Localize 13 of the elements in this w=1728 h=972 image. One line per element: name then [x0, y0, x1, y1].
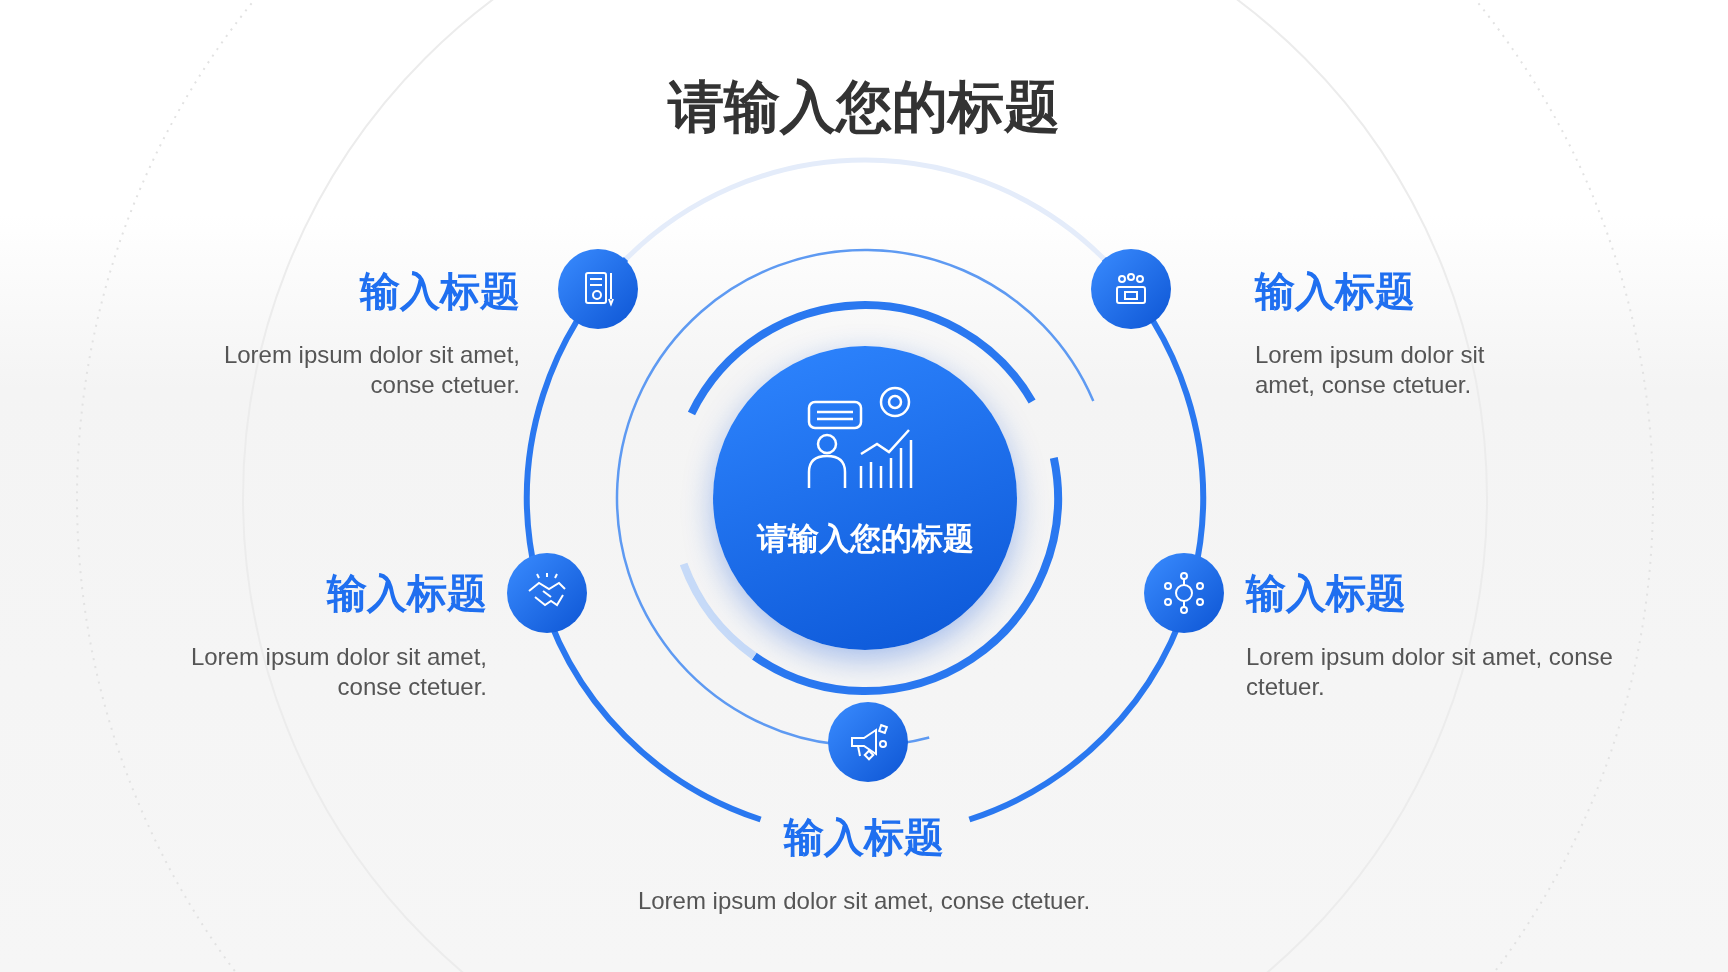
- item-description: Lorem ipsum dolor sit amet, conse ctetuer.: [1255, 340, 1486, 400]
- item-heading: 输入标题: [782, 813, 945, 862]
- title: 请输入您的标题: [666, 73, 1061, 141]
- item-heading: 输入标题: [358, 267, 520, 316]
- center-title: 请输入您的标题: [755, 519, 975, 558]
- item-description: Lorem ipsum dolor sit amet, conse ctetuer.: [189, 642, 487, 702]
- item-heading: 输入标题: [325, 569, 487, 618]
- item-description: Lorem ipsum dolor sit amet, conse ctetuer.: [636, 886, 1092, 916]
- center-circle: [713, 346, 1017, 650]
- item-heading: 输入标题: [1255, 267, 1416, 316]
- item-heading: 输入标题: [1246, 569, 1407, 618]
- item-description: Lorem ipsum dolor sit amet, conse ctetuer.: [1246, 642, 1614, 702]
- item-description: Lorem ipsum dolor sit amet, conse ctetuer.: [222, 340, 520, 400]
